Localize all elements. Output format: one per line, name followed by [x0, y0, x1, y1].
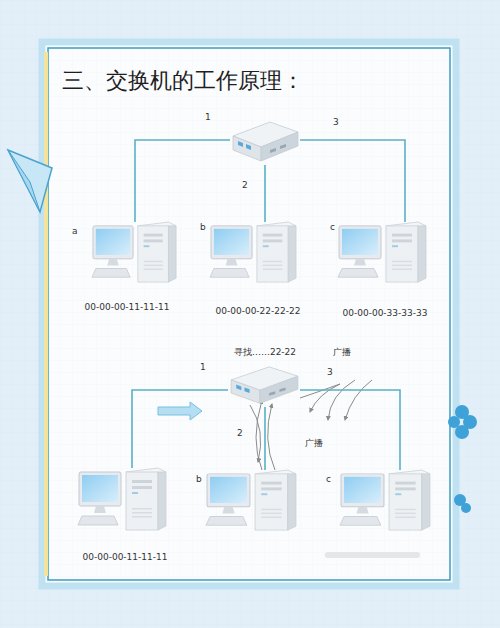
mac-address: 00-00-00-33-33-33: [315, 308, 455, 319]
computer-host: 00-00-00-11-11-11: [78, 468, 168, 532]
network-cable: [132, 390, 228, 468]
host-letter: a: [72, 226, 78, 237]
host-letter: c: [330, 222, 335, 233]
network-cable: [300, 140, 405, 222]
computer-host: c: [340, 470, 432, 532]
mac-address: 00-00-00-11-11-11: [57, 302, 197, 313]
connector-layer: [132, 140, 405, 470]
port-number: 2: [237, 428, 243, 439]
computer-host-art: [206, 470, 298, 532]
computer-host-art: [210, 222, 298, 284]
side-stripe: [44, 52, 48, 576]
computer-host-art: [78, 468, 168, 532]
mac-address: 00-00-00-11-11-11: [55, 552, 195, 563]
host-letter: b: [200, 222, 206, 233]
port-number: 2: [242, 180, 248, 191]
flow-arrow: [158, 402, 202, 420]
computer-host: b: [206, 470, 298, 532]
switch-device: 寻找……22-22: [228, 365, 300, 407]
network-cable: [264, 165, 266, 222]
switch-device: [230, 120, 300, 165]
computer-host-art: [338, 222, 428, 284]
port-number: 1: [200, 362, 206, 373]
host-letter: b: [196, 474, 202, 485]
port-number: 3: [333, 117, 339, 128]
switch-device-art: [230, 120, 300, 165]
network-cable: [135, 140, 230, 222]
mac-address: 00-00-00-22-22-22: [188, 306, 328, 317]
computer-host: c00-00-00-33-33-33: [338, 222, 428, 284]
network-cable: [300, 390, 400, 470]
network-cable: [264, 407, 266, 470]
watermark-blur: [325, 552, 420, 558]
search-note: 寻找……22-22: [195, 347, 335, 358]
broadcast-label: 广播: [305, 438, 323, 449]
computer-host-art: [340, 470, 432, 532]
port-number: 3: [327, 367, 333, 378]
page-title: 三、交换机的工作原理：: [62, 66, 304, 96]
computer-host: a00-00-00-11-11-11: [92, 222, 178, 284]
paper-plane: [8, 150, 52, 212]
card-frame: [42, 42, 456, 586]
computer-host: b00-00-00-22-22-22: [210, 222, 298, 284]
port-number: 1: [205, 112, 211, 123]
host-letter: c: [326, 474, 331, 485]
flower-decor: [448, 405, 477, 513]
broadcast-label: 广播: [333, 347, 351, 358]
computer-host-art: [92, 222, 178, 284]
switch-device-art: [228, 365, 300, 407]
